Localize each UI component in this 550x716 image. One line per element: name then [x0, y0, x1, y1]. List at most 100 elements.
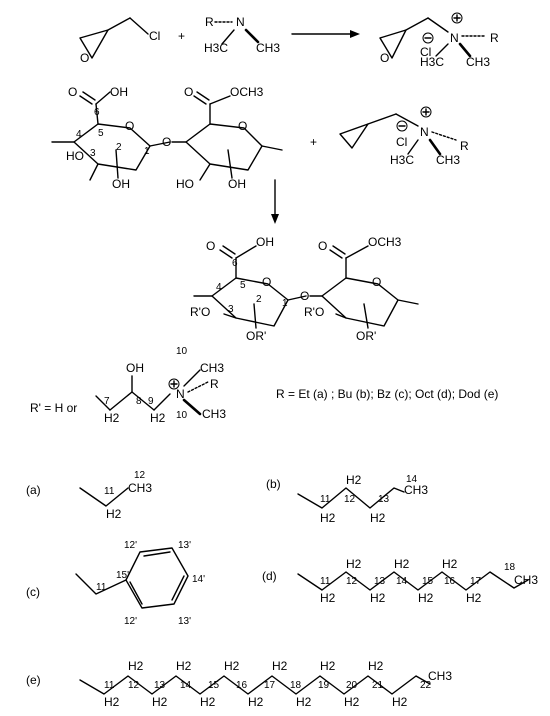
d-h2-4: H2	[394, 557, 410, 571]
n-2: N	[420, 125, 429, 139]
p-ring1-ro: R'O	[190, 305, 210, 319]
label-b: (b)	[266, 477, 281, 491]
e-h2-8: H2	[272, 659, 288, 673]
cl-2: Cl	[396, 135, 407, 149]
plus-sign: +	[178, 29, 185, 43]
cl-label: Cl	[149, 29, 160, 43]
prod-r: R	[490, 31, 499, 45]
a-11: 11	[104, 486, 115, 497]
b-h2-2: H2	[346, 473, 362, 487]
e-19: 19	[318, 680, 330, 691]
substituent-a: (a) 11 12 CH3 H2	[26, 470, 152, 521]
e-h2-4: H2	[176, 659, 192, 673]
amine-ch3: CH3	[256, 41, 280, 55]
b-12: 12	[344, 494, 356, 505]
cooh-oh: OH	[110, 85, 128, 99]
p-c3: 3	[228, 304, 234, 315]
c-13p-bottom: 13'	[178, 616, 191, 627]
b-h2-3: H2	[370, 511, 386, 525]
chain-ch3-bottom: CH3	[202, 407, 226, 421]
p-ring2-or: OR'	[356, 329, 376, 343]
prod-epoxide-o: O	[380, 51, 389, 65]
e-h2-5: H2	[200, 695, 216, 709]
p-cooh-oh: OH	[256, 235, 274, 249]
e-h2-10: H2	[320, 659, 336, 673]
glycosidic-o: O	[162, 135, 171, 149]
b-ch3: CH3	[404, 483, 428, 497]
c-12p-top: 12'	[124, 540, 137, 551]
e-h2-1: H2	[104, 695, 120, 709]
d-13: 13	[374, 576, 386, 587]
ring2-o: O	[238, 119, 247, 133]
e-h2-3: H2	[152, 695, 168, 709]
e-h2-13: H2	[392, 695, 408, 709]
label-d: (d)	[262, 569, 277, 583]
p-ring2-ro: R'O	[304, 305, 324, 319]
r-prime-definition: R' = H or OH H2 H2 7 8 9 N CH3 R CH3 10 …	[30, 346, 498, 425]
e-11: 11	[104, 680, 115, 691]
e-h2-2: H2	[128, 659, 144, 673]
e-h2-7: H2	[248, 695, 264, 709]
c-14p: 14'	[192, 574, 205, 585]
ring1-oh: OH	[112, 177, 130, 191]
label-a: (a)	[26, 483, 41, 497]
c8: 8	[136, 396, 142, 407]
b-h2-1: H2	[320, 511, 336, 525]
d-ch3: CH3	[514, 573, 538, 587]
a-h2: H2	[106, 507, 122, 521]
ring1-o: O	[125, 119, 134, 133]
amine-h3c: H3C	[204, 41, 228, 55]
ring1-ho: HO	[66, 149, 84, 163]
c-11: 11	[96, 582, 107, 593]
r-list: R = Et (a) ; Bu (b); Bz (c); Oct (d); Do…	[276, 387, 498, 401]
chain-oh: OH	[126, 361, 144, 375]
b-14: 14	[406, 474, 418, 485]
d-11: 11	[320, 576, 331, 587]
glycidyl-ammonium-2: Cl N R H3C CH3	[339, 106, 469, 167]
r-2: R	[460, 139, 469, 153]
c10-bottom: 10	[176, 410, 188, 421]
ring2-ho: HO	[176, 177, 194, 191]
e-22: 22	[420, 680, 432, 691]
ring2-oh: OH	[228, 177, 246, 191]
substituent-e: (e) 11 12 13 14 15 16 17 18 19 20 21 22 …	[26, 659, 452, 709]
d-18: 18	[504, 562, 516, 573]
d-15: 15	[422, 576, 434, 587]
p-ring1-or: OR'	[246, 329, 266, 343]
d-h2-1: H2	[320, 591, 336, 605]
e-16: 16	[236, 680, 248, 691]
p-glycosidic-o: O	[300, 289, 309, 303]
c9: 9	[148, 396, 154, 407]
b-11: 11	[320, 494, 331, 505]
p-c2: 2	[256, 294, 262, 305]
chain-ch3-top: CH3	[200, 361, 224, 375]
glycidyl-ammonium: O Cl N R H3C CH3	[379, 12, 499, 69]
chain-h2-9: H2	[150, 411, 166, 425]
p-c1: 1	[282, 298, 288, 309]
chain-n: N	[176, 387, 185, 401]
e-14: 14	[180, 680, 192, 691]
plus-sign-2: +	[310, 135, 317, 149]
c4: 4	[76, 129, 82, 140]
d-h2-7: H2	[466, 591, 482, 605]
amine-n: N	[236, 15, 245, 29]
prod-cl: Cl	[420, 45, 431, 59]
d-h2-6: H2	[442, 557, 458, 571]
c2: 2	[116, 142, 122, 153]
ch3-2: CH3	[436, 153, 460, 167]
p-ring1-o: O	[262, 275, 271, 289]
p-c4: 4	[216, 282, 222, 293]
substituent-d: (d) 11 12 13 14 15 16 17 18 H2 H2 H2 H2 …	[262, 557, 538, 605]
e-17: 17	[264, 680, 276, 691]
prod-n: N	[450, 31, 459, 45]
p-cooh-o: O	[206, 239, 215, 253]
c3: 3	[90, 148, 96, 159]
c5: 5	[98, 128, 104, 139]
c-15p: 15'	[116, 570, 129, 581]
epoxide-o: O	[80, 51, 89, 65]
c-12p-bottom: 12'	[124, 616, 137, 627]
d-h2-3: H2	[370, 591, 386, 605]
p-c6: 6	[232, 258, 238, 269]
e-ch3: CH3	[428, 669, 452, 683]
ester-och3: OCH3	[230, 85, 264, 99]
